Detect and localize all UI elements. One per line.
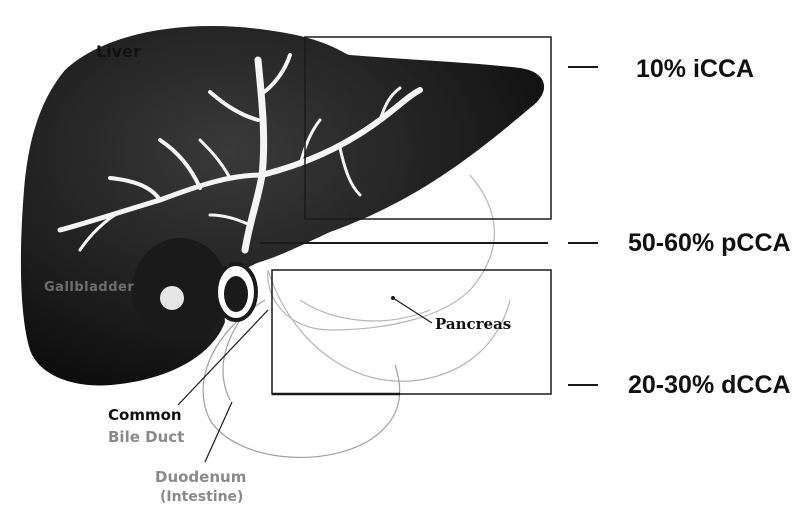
label-duodenum-2: (Intestine) xyxy=(160,489,243,505)
label-common-bile-duct-1: Common xyxy=(108,406,182,424)
duodenum-outline xyxy=(203,300,400,457)
label-duodenum-1: Duodenum xyxy=(155,468,246,486)
label-icca: 10% iCCA xyxy=(636,55,754,84)
gallbladder-highlight xyxy=(160,286,184,310)
label-dcca: 20-30% dCCA xyxy=(628,371,791,400)
label-gallbladder: Gallbladder xyxy=(44,280,134,295)
label-pancreas: Pancreas xyxy=(435,315,511,333)
leader-pancreas-dot xyxy=(391,296,395,300)
label-liver: Liver xyxy=(96,42,141,61)
bile-duct-lumen xyxy=(224,276,248,312)
label-pcca: 50-60% pCCA xyxy=(628,229,791,258)
label-common-bile-duct-2: Bile Duct xyxy=(108,428,184,446)
leader-duodenum xyxy=(205,402,232,462)
